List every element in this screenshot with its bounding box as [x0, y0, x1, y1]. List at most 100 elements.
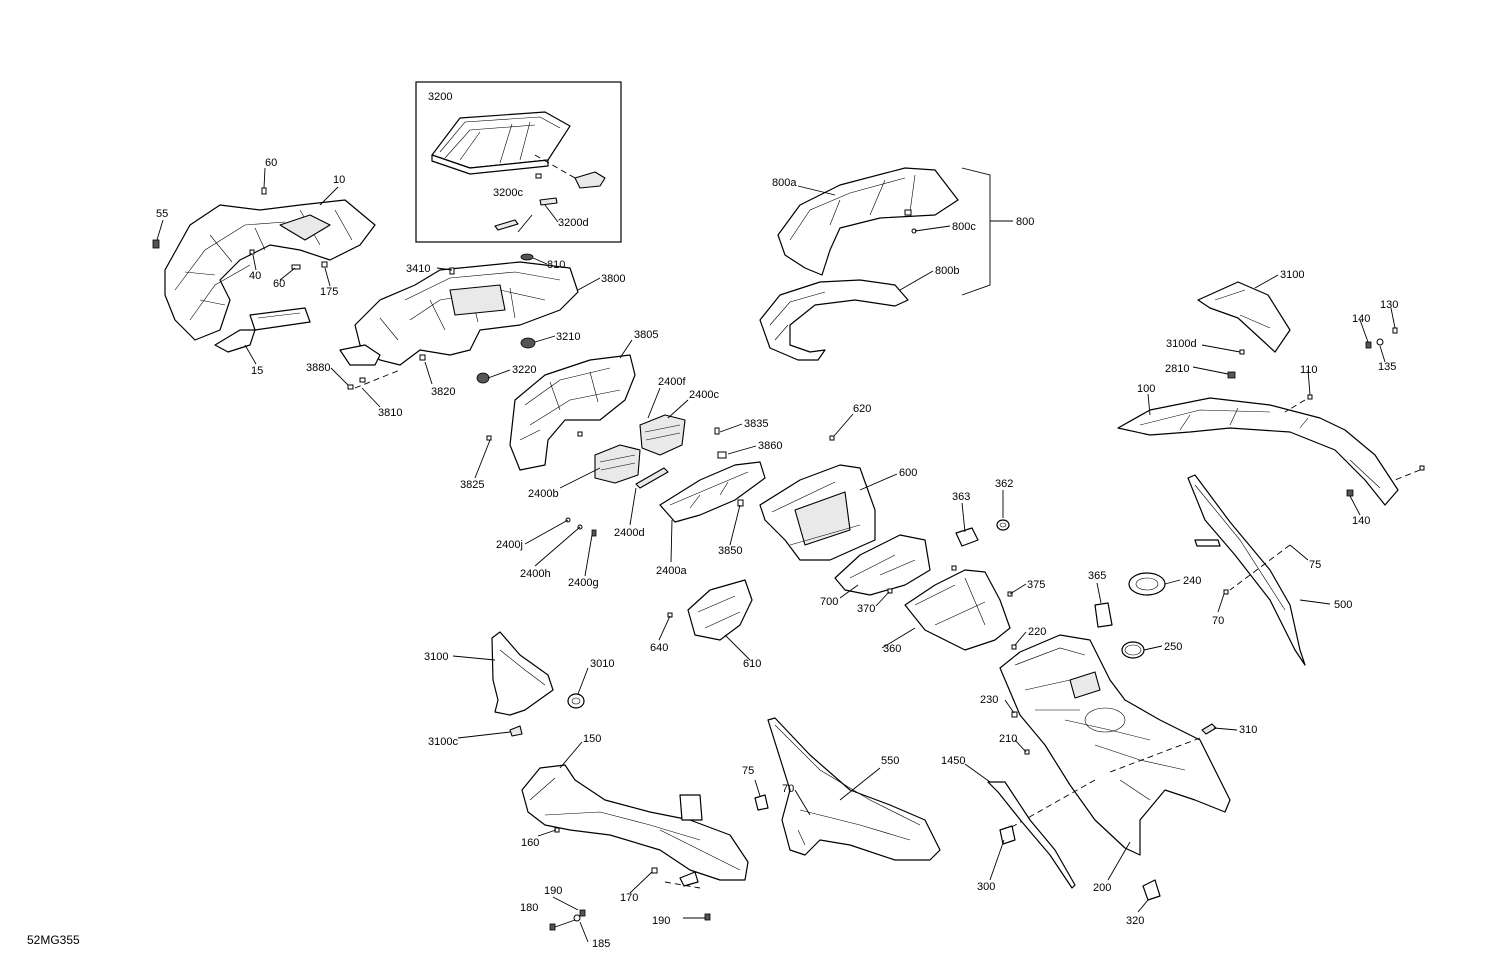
- callout-55: 55: [156, 208, 168, 220]
- inset-box-3200: [415, 81, 622, 243]
- callout-labels: 3200 3200c 3200d 60 10 55 40 60 175 15 3…: [156, 91, 1398, 950]
- callout-360: 360: [883, 643, 901, 655]
- callout-190: 190: [544, 885, 562, 897]
- callout-180: 180: [520, 902, 538, 914]
- part-362-363-small: [955, 519, 1010, 547]
- callout-70: 70: [782, 783, 794, 795]
- callout-190: 190: [652, 915, 670, 927]
- part-150-lower-panel: [521, 764, 749, 921]
- callout-130: 130: [1380, 299, 1398, 311]
- callout-3100: 3100: [424, 651, 448, 663]
- callout-3210: 3210: [556, 331, 580, 343]
- callout-640: 640: [650, 642, 668, 654]
- part-2400-modules: [565, 414, 766, 537]
- callout-2400c: 2400c: [689, 389, 719, 401]
- part-240-250-rings: [1094, 572, 1166, 659]
- callout-2400g: 2400g: [568, 577, 599, 589]
- callout-240: 240: [1183, 575, 1201, 587]
- callout-2400b: 2400b: [528, 488, 559, 500]
- callout-700: 700: [820, 596, 838, 608]
- callout-135: 135: [1378, 361, 1396, 373]
- callout-2810: 2810: [1165, 363, 1189, 375]
- part-360-panel: [904, 565, 1013, 651]
- callout-320: 320: [1126, 915, 1144, 927]
- part-3100-right-cover: [1197, 281, 1291, 379]
- callout-362: 362: [995, 478, 1013, 490]
- callout-800b: 800b: [935, 265, 959, 277]
- callout-3800: 3800: [601, 273, 625, 285]
- callout-3880: 3880: [306, 362, 330, 374]
- callout-3200d: 3200d: [558, 217, 589, 229]
- callout-610: 610: [743, 658, 761, 670]
- callout-2400d: 2400d: [614, 527, 645, 539]
- callout-3100c: 3100c: [428, 736, 458, 748]
- part-10-front-fascia: [152, 187, 376, 353]
- callout-620: 620: [853, 403, 871, 415]
- drawing-code: 52MG355: [27, 933, 80, 947]
- callout-3850: 3850: [718, 545, 742, 557]
- part-310-320-clips: [1142, 723, 1217, 901]
- callout-200: 200: [1093, 882, 1111, 894]
- callout-600: 600: [899, 467, 917, 479]
- callout-3410: 3410: [406, 263, 430, 275]
- callout-800c: 800c: [952, 221, 976, 233]
- part-1450-trim-strip: [987, 781, 1076, 889]
- part-100-side-panel: [1117, 394, 1425, 506]
- callout-140: 140: [1352, 313, 1370, 325]
- callout-370: 370: [857, 603, 875, 615]
- callout-2400j: 2400j: [496, 539, 523, 551]
- callout-800: 800: [1016, 216, 1034, 228]
- part-700-cover: [834, 534, 931, 596]
- part-600-cluster-housing: [759, 435, 876, 561]
- callout-210: 210: [999, 733, 1017, 745]
- leader-lines: [156, 167, 1396, 943]
- callout-150: 150: [583, 733, 601, 745]
- callout-60: 60: [265, 157, 277, 169]
- callout-110: 110: [1300, 364, 1318, 376]
- callout-250: 250: [1164, 641, 1182, 653]
- part-800b-windshield-trim: [759, 279, 909, 361]
- part-550-side-panel: [754, 717, 941, 861]
- callout-40: 40: [249, 270, 261, 282]
- callout-100: 100: [1137, 383, 1155, 395]
- callout-3835: 3835: [744, 418, 768, 430]
- callout-375: 375: [1027, 579, 1045, 591]
- callout-75: 75: [742, 765, 754, 777]
- callout-75: 75: [1309, 559, 1321, 571]
- callout-230: 230: [980, 694, 998, 706]
- callout-2400f: 2400f: [658, 376, 686, 388]
- part-500-side-trim: [1187, 474, 1306, 666]
- callout-3820: 3820: [431, 386, 455, 398]
- callout-3805: 3805: [634, 329, 658, 341]
- callout-170: 170: [620, 892, 638, 904]
- bracket-800: [961, 167, 1013, 296]
- callout-3010: 3010: [590, 658, 614, 670]
- callout-175: 175: [320, 286, 338, 298]
- callout-3200: 3200: [428, 91, 452, 103]
- callout-2400h: 2400h: [520, 568, 551, 580]
- callout-363: 363: [952, 491, 970, 503]
- hardware-130-140-135: [1365, 327, 1398, 349]
- callout-160: 160: [521, 837, 539, 849]
- part-3800-dash-upper: [339, 253, 579, 390]
- callout-2400a: 2400a: [656, 565, 687, 577]
- callout-800a: 800a: [772, 177, 797, 189]
- part-800a-windshield: [777, 167, 959, 276]
- callout-365: 365: [1088, 570, 1106, 582]
- callout-185: 185: [592, 938, 610, 950]
- callout-220: 220: [1028, 626, 1046, 638]
- callout-310: 310: [1239, 724, 1257, 736]
- hardware-180-185-190: [549, 909, 586, 931]
- callout-550: 550: [881, 755, 899, 767]
- callout-810: 810: [547, 259, 565, 271]
- callout-3200c: 3200c: [493, 187, 523, 199]
- part-200-main-console: [999, 634, 1231, 856]
- callout-140: 140: [1352, 515, 1370, 527]
- callout-3860: 3860: [758, 440, 782, 452]
- callout-15: 15: [251, 365, 263, 377]
- callout-10: 10: [333, 174, 345, 186]
- callout-1450: 1450: [941, 755, 965, 767]
- part-3100-left-cover: [491, 631, 585, 737]
- part-610-bracket: [667, 579, 753, 641]
